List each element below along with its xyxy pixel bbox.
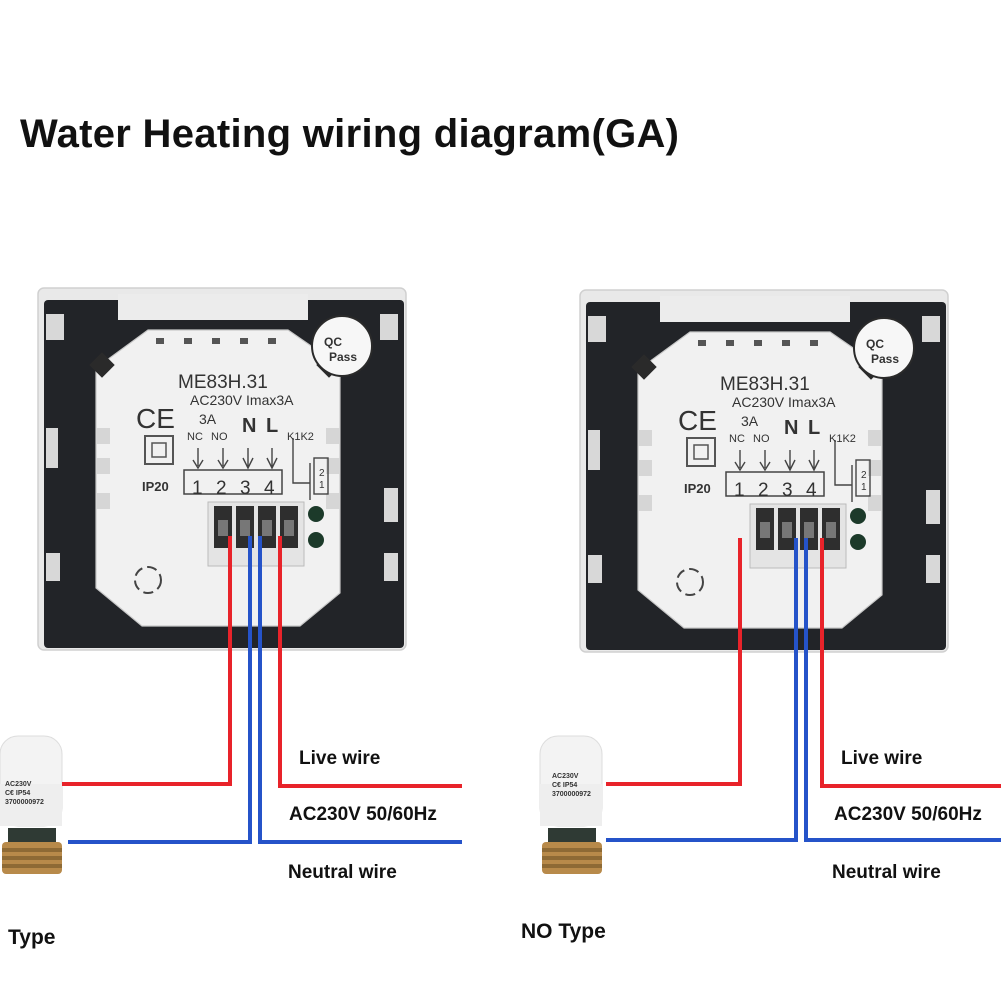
current-label: 3A bbox=[741, 413, 759, 429]
live-wire-right bbox=[606, 538, 742, 786]
supply-label-right: AC230V 50/60Hz bbox=[834, 804, 982, 825]
actuator-right bbox=[539, 735, 603, 875]
ce-mark: CE bbox=[136, 403, 175, 434]
live-wire-left-supply bbox=[278, 536, 462, 788]
live-wire-label-right: Live wire bbox=[841, 748, 923, 769]
sensor-terminal-2: 2 bbox=[319, 468, 325, 479]
ip-rating-label: IP20 bbox=[142, 479, 169, 494]
sensor-terminal-2: 2 bbox=[861, 470, 867, 481]
ce-mark: CE bbox=[678, 405, 717, 436]
terminal-1: 1 bbox=[734, 480, 745, 501]
actuator-text-line1: AC230V bbox=[552, 773, 579, 780]
neutral-wire-left-supply bbox=[258, 536, 462, 844]
sensor-terminal-1: 1 bbox=[861, 482, 867, 493]
contact-nc-label: NC bbox=[729, 433, 745, 445]
contact-no-label: NO bbox=[211, 431, 228, 443]
ip-rating-label: IP20 bbox=[684, 481, 711, 496]
sensor-k1k2-label: K1K2 bbox=[829, 433, 856, 445]
terminal-4: 4 bbox=[806, 480, 817, 501]
terminal-2: 2 bbox=[758, 480, 769, 501]
supply-label-left: AC230V 50/60Hz bbox=[289, 804, 437, 825]
diagram-title: Water Heating wiring diagram(GA) bbox=[20, 112, 680, 156]
thermostat-left bbox=[37, 287, 407, 651]
neutral-wire-right-supply bbox=[804, 538, 1001, 842]
terminal-3: 3 bbox=[782, 480, 793, 501]
neutral-wire-label-left: Neutral wire bbox=[288, 862, 397, 883]
qc-badge-line2: Pass bbox=[329, 350, 357, 364]
qc-badge-line1: QC bbox=[866, 337, 884, 351]
sensor-k1k2-label: K1K2 bbox=[287, 431, 314, 443]
actuator-text-line2: C€ IP54 bbox=[5, 790, 30, 797]
neutral-wire-right bbox=[606, 538, 798, 842]
live-wire-left bbox=[62, 536, 232, 786]
current-label: 3A bbox=[199, 411, 217, 427]
type-label-right: NO Type bbox=[521, 920, 606, 943]
actuator-text-line3: 3700000972 bbox=[552, 791, 591, 798]
neutral-wire-label-right: Neutral wire bbox=[832, 862, 941, 883]
live-wire-right-supply bbox=[820, 538, 1001, 788]
terminal-n-label: N bbox=[784, 417, 798, 439]
neutral-wire-left bbox=[68, 536, 252, 844]
qc-badge-line2: Pass bbox=[871, 352, 899, 366]
actuator-text-line3: 3700000972 bbox=[5, 799, 44, 806]
type-label-left: Type bbox=[8, 926, 56, 949]
terminal-l-label: L bbox=[266, 415, 278, 437]
rating-label: AC230V Imax3A bbox=[732, 394, 836, 410]
model-label: ME83H.31 bbox=[720, 374, 810, 395]
thermostat-right bbox=[579, 289, 949, 653]
terminal-1: 1 bbox=[192, 478, 203, 499]
terminal-3: 3 bbox=[240, 478, 251, 499]
model-label: ME83H.31 bbox=[178, 372, 268, 393]
live-wire-label-left: Live wire bbox=[299, 748, 381, 769]
sensor-terminal-1: 1 bbox=[319, 480, 325, 491]
actuator-text-line1: AC230V bbox=[5, 781, 32, 788]
actuator-text-line2: C€ IP54 bbox=[552, 782, 577, 789]
terminal-n-label: N bbox=[242, 415, 256, 437]
terminal-l-label: L bbox=[808, 417, 820, 439]
rating-label: AC230V Imax3A bbox=[190, 392, 294, 408]
contact-nc-label: NC bbox=[187, 431, 203, 443]
contact-no-label: NO bbox=[753, 433, 770, 445]
terminal-2: 2 bbox=[216, 478, 227, 499]
qc-badge-line1: QC bbox=[324, 335, 342, 349]
terminal-4: 4 bbox=[264, 478, 275, 499]
